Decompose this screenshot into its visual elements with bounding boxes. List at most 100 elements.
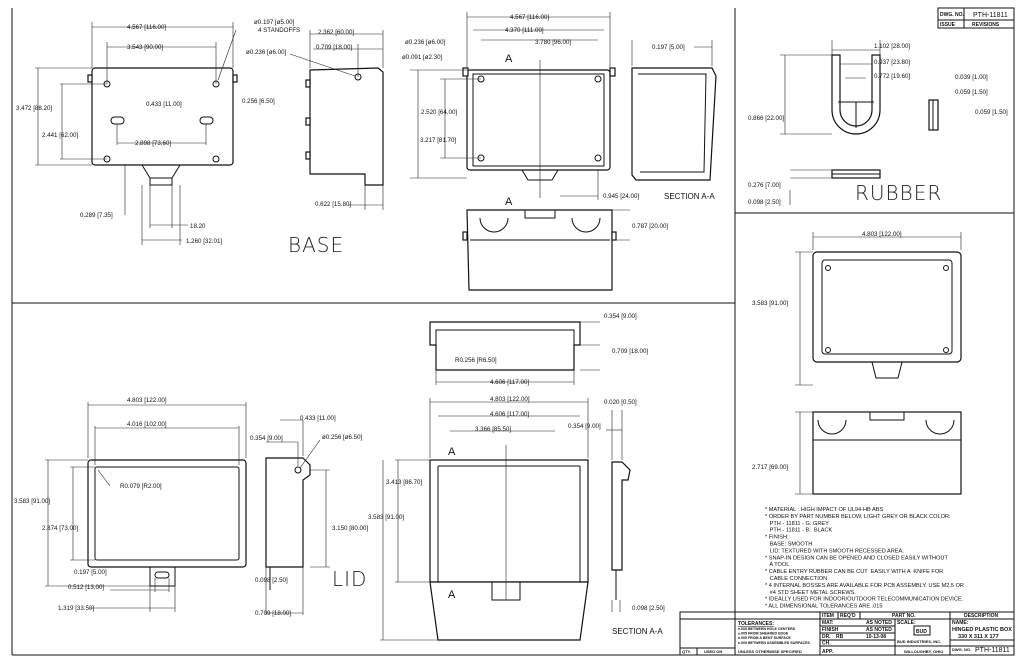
dimension-label: 0.709 [18.00]: [612, 348, 648, 355]
company-logo: [913, 625, 931, 636]
tb-part-no-header: PART NO.: [892, 613, 916, 619]
note-line: * SNAP-IN DESIGN CAN BE OPENED AND CLOSE…: [765, 555, 948, 561]
note-line: * IDEALLY USED FOR INDOOR/OUTDOOR TELECO…: [765, 597, 964, 603]
base-side-view: [289, 30, 384, 210]
dimension-label: 2.520 [64.00]: [421, 109, 457, 116]
dimension-label: 0.709 [18.00]: [316, 44, 352, 51]
tb-dr-value: RB: [836, 634, 844, 640]
lid-section-view: [606, 410, 631, 612]
dimension-label: 3.217 [81.70]: [420, 137, 456, 144]
tb-dwg-label: DWG. NO.: [952, 647, 971, 652]
dimension-label: 3.543 [90.00]: [127, 44, 163, 51]
tb-finish-label: FINISH: [822, 627, 839, 633]
note-line: * CABLE ENTRY RUBBER CAN BE CUT EASILY W…: [765, 569, 943, 575]
dimension-label: 3.583 [91.00]: [14, 498, 50, 505]
dimension-label: 4.567 [116.00]: [127, 24, 166, 31]
base-front-view: [35, 22, 238, 245]
dimension-label: 0.039 [1.00]: [955, 74, 988, 81]
view-title-base: BASE: [288, 233, 344, 257]
dimension-labels: 4.567 [116.00]3.543 [90.00]ø0.197 [ø5.00…: [14, 14, 1008, 617]
lid-front-view: [45, 402, 247, 612]
tb-scale-label: SCALE:: [897, 620, 916, 626]
title-block: ITEM REQ'D PART NO. DESCRIPTION TOLERANC…: [679, 611, 1015, 656]
note-line: * ALL DIMENSIONAL TOLERANCES ARE .015: [765, 604, 883, 610]
dimension-label: 2.874 [73.00]: [42, 525, 78, 532]
rev-dwg-label: DWG. NO.: [940, 12, 964, 18]
tb-name-line2: 330 X 311 X 177: [958, 634, 999, 640]
dimension-label: 0.098 [2.50]: [255, 577, 288, 584]
rev-revisions-label: REVISIONS: [972, 22, 1000, 28]
dimension-label: 1.319 [33.50]: [58, 605, 94, 612]
dimension-label: 2.717 [69.00]: [752, 464, 788, 471]
dimension-label: 0.354 [9.00]: [568, 423, 601, 430]
tb-tolerances: TOLERANCES:: [738, 621, 774, 627]
tb-dr-label: DR.: [822, 634, 831, 640]
view-title-lid: LID: [332, 567, 367, 591]
dimension-label: 0.622 [15.80]: [315, 201, 351, 208]
note-line: BASE: SMOOTH: [765, 542, 812, 548]
section-mark: A: [505, 53, 513, 65]
dimension-label: ø0.256 [ø6.50]: [322, 434, 363, 441]
dimension-label: 2.362 [60.00]: [318, 29, 354, 36]
note-line: * ORDER BY PART NUMBER BELOW, LIGHT GREY…: [765, 514, 951, 520]
dimension-label: 0.059 [1.50]: [955, 89, 988, 96]
dimension-label: ø0.236 [ø6.00]: [405, 39, 446, 46]
dimension-label: 0.866 [22.00]: [748, 115, 784, 122]
dimension-label: 3.472 [88.20]: [16, 105, 52, 112]
tb-name-label: NAME:: [952, 620, 969, 626]
tb-tol-line: ±.005 BETWEEN ASSEMBLED SURFACES: [738, 641, 811, 645]
dimension-label: 0.197 [5.00]: [74, 569, 107, 576]
dimension-label: 3.366 [85.50]: [475, 426, 511, 433]
tb-unless: UNLESS OTHERWISE SPECIFIED: [738, 649, 802, 654]
note-line: * FINISH:: [765, 535, 789, 541]
rev-issue-label: ISSUE: [940, 22, 956, 28]
rubber-view: [780, 40, 939, 205]
dimension-label: 4.606 [117.00]: [490, 411, 529, 418]
dimension-label: 0.937 [23.80]: [874, 59, 910, 66]
assembled-top-view: [795, 232, 962, 386]
tb-finish-value: AS NOTED: [866, 627, 892, 633]
tb-item-header: ITEM: [822, 613, 834, 619]
general-notes: * MATERIAL : HIGH IMPACT OF UL94-HB ABS*…: [765, 507, 964, 610]
dimension-label: 0.354 [9.00]: [604, 313, 637, 320]
tb-tol-line: ±.005 FROM SHEARED EDGE: [738, 632, 789, 636]
dimension-label: R0.079 [R2.00]: [120, 483, 162, 490]
tb-mat-value: AS NOTED: [866, 620, 892, 626]
dimension-label: 0.289 [7.35]: [80, 212, 113, 219]
tb-dwg-number: PTH-11811: [975, 647, 1010, 654]
company-logo-text: BUD: [916, 629, 927, 635]
dimension-label: 3.780 [96.00]: [535, 39, 571, 46]
tb-ch-label: CH.: [822, 641, 831, 647]
note-line: * 4 INTERNAL BOSSES ARE AVAILABLE FOR PC…: [765, 583, 964, 589]
dimension-label: 1.102 [28.00]: [874, 43, 910, 50]
section-mark: A: [448, 589, 456, 601]
dimension-label: 0.020 [0.50]: [604, 399, 637, 406]
dimension-label: 4.370 [111.00]: [505, 27, 544, 34]
dimension-label: 4.016 [102.00]: [127, 421, 167, 428]
dimension-label: 0.256 [6.50]: [242, 98, 275, 105]
lid-inside-view: [380, 398, 589, 641]
tb-used-on: USED ON: [704, 649, 722, 654]
lid-side-view: [265, 419, 330, 615]
tb-mat-label: MAT:: [822, 620, 834, 626]
note-line: #4 STD SHEET METAL SCREWS.: [765, 590, 856, 596]
tb-company: BUD INDUSTRIES, INC.: [897, 639, 941, 644]
dimension-label: 18.20: [190, 223, 206, 230]
dimension-label: 2.898 [73.60]: [135, 140, 171, 147]
note-line: PTH - 11811 - G: GREY: [765, 521, 829, 527]
dimension-label: 3.583 [91.00]: [368, 514, 404, 521]
tb-tol-line: ±.005 FROM A BENT SURFACE: [738, 636, 791, 640]
tb-date: 10-13-08: [866, 634, 886, 640]
base-section-view: [631, 40, 717, 181]
dimension-label: 2.441 [62.00]: [42, 132, 78, 139]
tb-name-line1: HINGED PLASTIC BOX: [952, 627, 1012, 633]
dimension-label: 0.354 [9.00]: [250, 435, 283, 442]
dimension-label: 4 STANDOFFS: [258, 27, 300, 34]
dimension-label: 0.512 [13.00]: [68, 584, 104, 591]
base-inside-view: [410, 12, 616, 200]
revision-block: DWG. NO. PTH-11811 ISSUE REVISIONS: [937, 7, 1015, 29]
dimension-label: 4.606 [117.00]: [490, 379, 529, 386]
lid-top-view: [429, 321, 600, 385]
dimension-label: 0.433 [11.00]: [146, 101, 182, 108]
